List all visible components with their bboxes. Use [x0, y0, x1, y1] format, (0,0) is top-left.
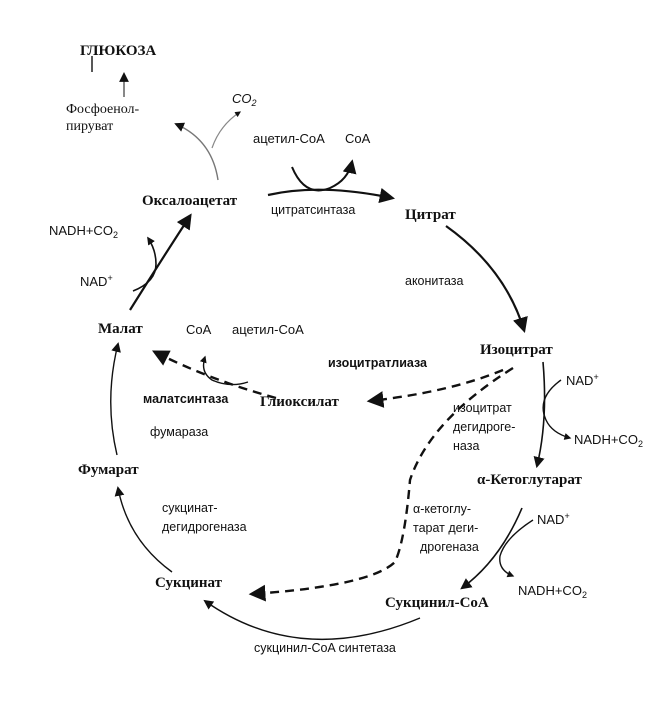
arrow-acetylcoa-coa-loop	[291, 159, 357, 192]
label-sdh-line2: дегидрогеназа	[162, 520, 247, 534]
arrow-nad-nadh-akgdh	[499, 519, 534, 578]
label-akgdh-line3: дрогеназа	[420, 540, 479, 554]
label-acetyl-coa-mid: ацетил-CoA	[232, 322, 304, 337]
label-malate: Малат	[98, 321, 143, 337]
arrow-ketoglutarate-succinylcoa	[460, 507, 523, 590]
arrow-co2-release	[211, 111, 242, 149]
label-citrate-synthase: цитратсинтаза	[271, 203, 355, 217]
label-succinyl-coa: Сукцинил-CoA	[385, 595, 489, 611]
label-fumarate: Фумарат	[78, 462, 139, 478]
label-isocitrate-lyase: изоцитратлиаза	[328, 356, 428, 370]
arrow-malate-synthase-cofactors	[199, 355, 249, 386]
label-ketoglutarate: α-Кетоглутарат	[477, 472, 582, 488]
arrow-nad-nadh-mdh	[132, 236, 157, 292]
arrow-malate-oxaloacetate	[129, 213, 192, 311]
label-aconitase: аконитаза	[405, 274, 464, 288]
label-nadh-co2-idh: NADH+CO2	[574, 432, 643, 449]
label-citrate: Цитрат	[405, 207, 456, 223]
label-coa-top: CoA	[345, 131, 371, 146]
arrow-citrate-isocitrate	[445, 225, 528, 333]
arrow-oxaloacetate-pep	[174, 122, 219, 181]
label-oxaloacetate: Оксалоацетат	[142, 193, 238, 209]
label-nadh-co2-akgdh: NADH+CO2	[518, 583, 587, 600]
label-pep-line2: пируват	[66, 119, 113, 134]
arrow-fumarate-malate	[110, 342, 121, 456]
label-acetyl-coa-top: ацетил-CoA	[253, 131, 325, 146]
label-glucose: ГЛЮКОЗА	[80, 43, 156, 59]
label-glyoxylate: Глиоксилат	[260, 394, 340, 410]
label-fumarase: фумараза	[150, 425, 208, 439]
label-pep-line1: Фосфоенол-	[66, 102, 140, 117]
label-malate-synthase: малатсинтаза	[143, 392, 229, 406]
label-sdh-line1: сукцинат-	[162, 501, 218, 515]
arrow-nad-nadh-idh	[542, 379, 572, 440]
label-nad-idh: NAD+	[566, 372, 599, 388]
label-coa-mid: CoA	[186, 322, 212, 337]
label-succinyl-coa-synthetase: сукцинил-CoA синтетаза	[254, 641, 396, 655]
arrow-succinate-fumarate	[114, 486, 173, 573]
label-akgdh-line1: α-кетоглу-	[413, 502, 471, 516]
label-nad-akgdh: NAD+	[537, 511, 570, 527]
label-succinate: Сукцинат	[155, 575, 223, 591]
label-akgdh-line2: тарат деги-	[413, 521, 478, 535]
arrow-oxaloacetate-citrate	[267, 187, 396, 204]
label-idh-line2: дегидроге-	[453, 420, 515, 434]
label-nadh-co2-left: NADH+CO2	[49, 223, 118, 240]
arrow-glyoxylate-malate	[152, 350, 277, 400]
label-idh-line1: изоцитрат	[453, 401, 512, 415]
arrow-isocitrate-ketoglutarate	[533, 361, 546, 469]
arrow-isocitrate-glyoxylate	[366, 368, 504, 408]
label-nad-left: NAD+	[80, 273, 113, 289]
arrow-succinylcoa-succinate	[203, 599, 421, 641]
arrow-isocitrate-succinate	[248, 366, 514, 602]
label-co2: CO2	[232, 91, 257, 108]
label-isocitrate: Изоцитрат	[480, 342, 553, 358]
label-idh-line3: наза	[453, 439, 479, 453]
